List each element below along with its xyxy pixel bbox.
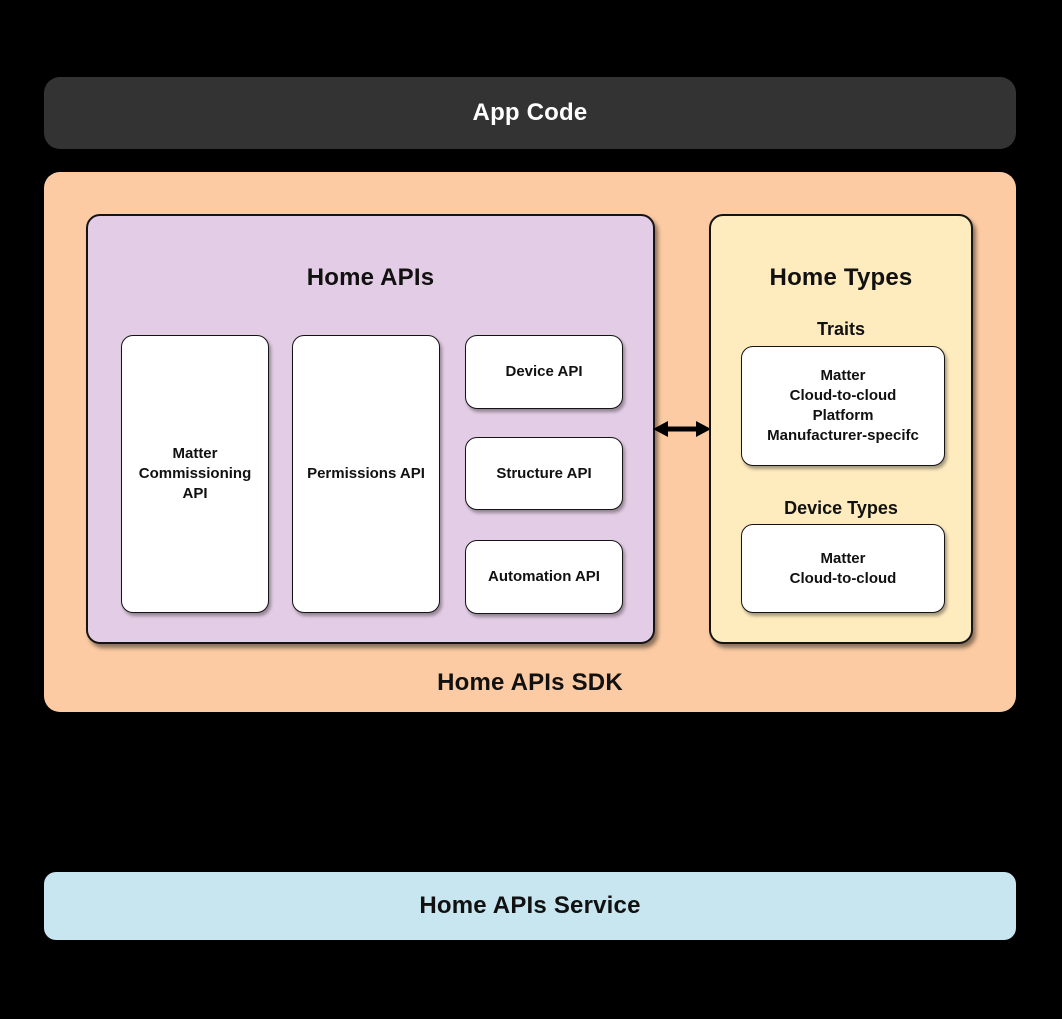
app-code-label: App Code — [472, 99, 588, 126]
matter-commissioning-api-box: Matter Commissioning API — [121, 335, 269, 613]
structure-api-box: Structure API — [465, 437, 623, 510]
matter-commissioning-api-label: Matter Commissioning API — [138, 445, 252, 502]
app-code-block: App Code — [44, 77, 1016, 149]
permissions-api-box: Permissions API — [292, 335, 440, 613]
automation-api-box: Automation API — [465, 540, 623, 614]
traits-box: Matter Cloud-to-cloud Platform Manufactu… — [741, 346, 945, 466]
home-apis-sdk-label: Home APIs SDK — [437, 669, 623, 696]
device-types-box: Matter Cloud-to-cloud — [741, 524, 945, 613]
home-types-panel: Home Types Traits Matter Cloud-to-cloud … — [709, 214, 973, 644]
structure-api-label: Structure API — [496, 464, 592, 482]
device-api-label: Device API — [505, 363, 583, 380]
permissions-api-label: Permissions API — [307, 465, 425, 482]
home-apis-sdk-container: Home APIs Matter Commissioning API Permi… — [44, 172, 1016, 712]
bidirectional-arrow-icon — [653, 417, 711, 441]
home-apis-title: Home APIs — [306, 264, 435, 291]
traits-heading: Traits — [816, 319, 866, 339]
automation-api-label: Automation API — [488, 568, 600, 585]
home-apis-service-block: Home APIs Service — [44, 872, 1016, 940]
home-apis-service-label: Home APIs Service — [419, 892, 641, 919]
device-api-box: Device API — [465, 335, 623, 409]
device-types-heading: Device Types — [784, 498, 898, 518]
home-apis-panel: Home APIs Matter Commissioning API Permi… — [86, 214, 655, 644]
home-types-title: Home Types — [769, 264, 913, 291]
